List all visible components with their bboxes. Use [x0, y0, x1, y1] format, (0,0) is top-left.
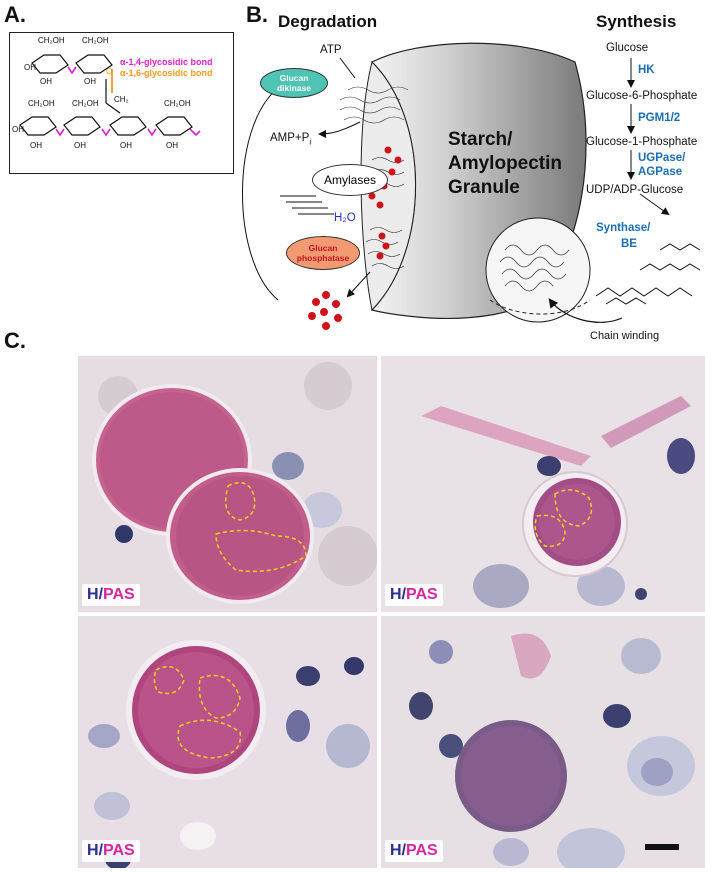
- histology-image-top-right: H/PAS: [381, 356, 705, 612]
- scale-bar: [645, 844, 679, 850]
- histology-image-bottom-right: H/PAS: [381, 616, 705, 868]
- alpha-1-6-bond-label: α-1,6-glycosidic bond: [120, 68, 213, 78]
- stain-label-bottom-left: H/PAS: [82, 840, 140, 862]
- amylases-label: Amylases: [323, 173, 376, 187]
- ch2oh-label-4: CH₂OH: [72, 99, 99, 108]
- ch2oh-label-2: CH₂OH: [82, 36, 109, 45]
- starch-granule-diagram: [242, 42, 701, 330]
- ch2oh-label-5: CH₂OH: [164, 99, 191, 108]
- ugpase-enzyme: UGPase/: [638, 152, 686, 164]
- histology-image-top-left: H/PAS: [78, 356, 377, 612]
- oh-label-6: OH: [74, 141, 86, 150]
- ch2oh-label-3: CH₂OH: [28, 99, 55, 108]
- udp-adp-glucose-label: UDP/ADP-Glucose: [586, 184, 684, 196]
- amylases-enzyme: Amylases: [312, 164, 388, 196]
- glycogen-structure-diagram: [19, 54, 201, 137]
- degradation-heading: Degradation: [278, 12, 378, 31]
- chain-winding-label: Chain winding: [590, 330, 660, 342]
- oh-label-5: OH: [30, 141, 42, 150]
- oh-label-1: OH: [24, 63, 36, 72]
- oh-label-7: OH: [120, 141, 132, 150]
- amp-label: AMP+Pi: [270, 132, 312, 147]
- oh-label-4: OH: [12, 125, 24, 134]
- o-label-1: O: [106, 67, 113, 76]
- synthase-enzyme: Synthase/: [596, 222, 651, 234]
- synthesis-heading: Synthesis: [596, 12, 677, 31]
- glucan-dikinase-label: Glucan dikinase: [276, 73, 312, 93]
- panel-a-letter: A.: [4, 2, 26, 27]
- granule-title: Starch/ Amylopectin Granule: [448, 129, 563, 198]
- panel-b-letter: B.: [246, 2, 268, 27]
- panel-a-box: CH₂OH CH₂OH OH OH OH O CH₂ CH₂OH CH₂OH C…: [9, 32, 234, 174]
- oh-label-8: OH: [166, 141, 178, 150]
- oh-label-3: OH: [84, 77, 96, 86]
- glucan-phosphatase-label: Glucan phosphatase: [296, 243, 350, 263]
- panel-c-letter: C.: [4, 328, 26, 353]
- ch2oh-label-1: CH₂OH: [38, 36, 65, 45]
- be-enzyme: BE: [621, 238, 637, 250]
- glucose-1-phosphate-label: Glucose-1-Phosphate: [586, 136, 698, 148]
- oh-label-2: OH: [40, 77, 52, 86]
- stain-label-top-left: H/PAS: [82, 584, 140, 606]
- agpase-enzyme: AGPase: [638, 166, 683, 178]
- ch2-label: CH₂: [114, 95, 129, 104]
- h2o-label: H₂O: [334, 212, 356, 224]
- atp-label: ATP: [320, 44, 342, 56]
- glucose-label: Glucose: [606, 42, 649, 54]
- pgm-enzyme: PGM1/2: [638, 112, 681, 124]
- stain-label-bottom-right: H/PAS: [385, 840, 443, 862]
- glucan-phosphatase-enzyme: Glucan phosphatase: [286, 236, 360, 270]
- hk-enzyme: HK: [638, 64, 655, 76]
- glucose-6-phosphate-label: Glucose-6-Phosphate: [586, 90, 698, 102]
- glucan-dikinase-enzyme: Glucan dikinase: [260, 68, 328, 98]
- alpha-1-4-bond-label: α-1,4-glycosidic bond: [120, 57, 213, 67]
- histology-image-bottom-left: H/PAS: [78, 616, 377, 868]
- stain-label-top-right: H/PAS: [385, 584, 443, 606]
